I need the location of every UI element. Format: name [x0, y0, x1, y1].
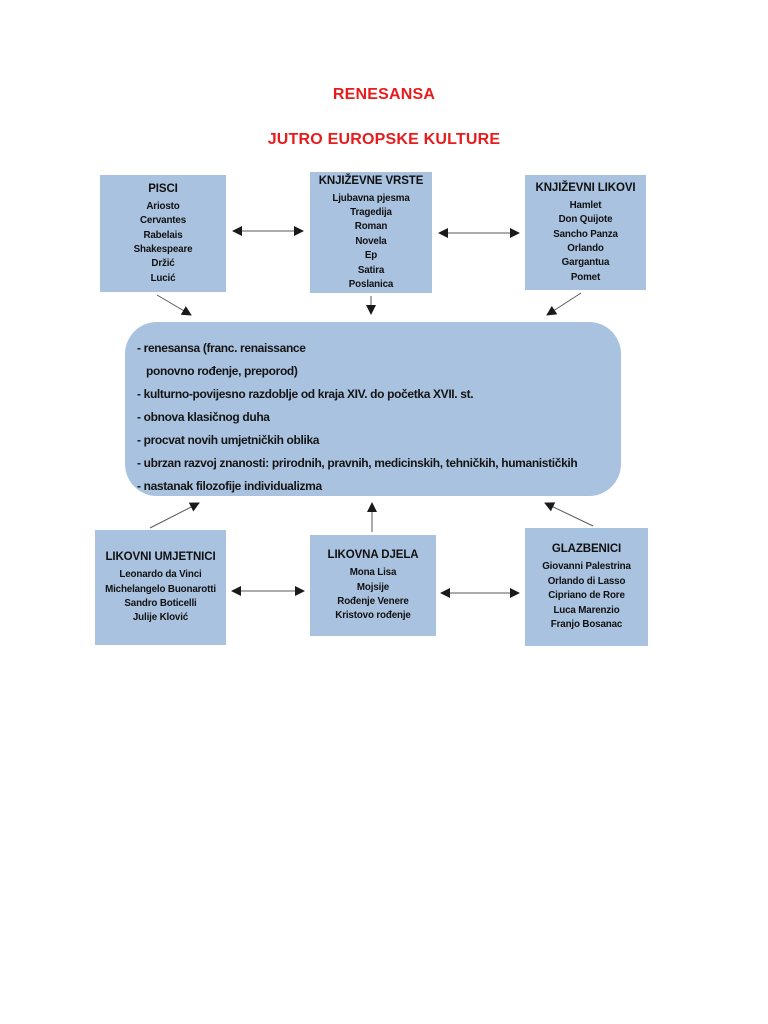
arrow-pisci-center — [156, 294, 192, 316]
page-subtitle: JUTRO EUROPSKE KULTURE — [267, 131, 501, 148]
box-item: Gargantua — [561, 257, 610, 269]
box-item: Ariosto — [146, 200, 180, 212]
summary-box: - renesansa (franc. renaissance ponovno … — [125, 322, 621, 496]
page-title: RENESANSA — [332, 86, 436, 103]
summary-line: ponovno rođenje, preporod) — [146, 364, 298, 378]
box-item: Lucić — [150, 272, 176, 284]
box-item: Ljubavna pjesma — [332, 192, 410, 204]
box-title: KNJIŽEVNI LIKOVI — [535, 181, 636, 194]
box-item: Rođenje Venere — [337, 596, 409, 607]
box-item: Julije Klović — [132, 612, 189, 624]
box-item: Roman — [354, 221, 388, 233]
box-item: Giovanni Palestrina — [542, 561, 631, 573]
arrow-glazbenici-center — [544, 502, 594, 527]
box-knjizevne-vrste: KNJIŽEVNE VRSTE Ljubavna pjesma Tragedij… — [310, 172, 432, 293]
box-item: Mona Lisa — [349, 567, 397, 579]
summary-line: - renesansa (franc. renaissance — [137, 341, 306, 355]
box-likovna-djela: LIKOVNA DJELA Mona Lisa Mojsije Rođenje … — [310, 535, 436, 636]
box-item: Cervantes — [139, 215, 187, 227]
summary-line: - nastanak filozofije individualizma — [137, 479, 322, 493]
box-item: Don Quijote — [558, 214, 613, 226]
arrow-likovi-center — [546, 292, 582, 316]
box-item: Držić — [151, 258, 175, 270]
box-item: Ep — [364, 250, 378, 262]
box-item: Leonardo da Vinci — [119, 569, 202, 581]
box-item: Tragedija — [350, 206, 392, 218]
box-item: Shakespeare — [133, 244, 193, 255]
arrow-umjetnici-center — [149, 502, 200, 529]
summary-line: - kulturno-povijesno razdoblje od kraja … — [137, 387, 474, 401]
summary-line: - ubrzan razvoj znanosti: prirodnih, pra… — [137, 456, 578, 470]
box-item: Orlando di Lasso — [547, 575, 626, 587]
box-likovni-umjetnici: LIKOVNI UMJETNICI Leonardo da Vinci Mich… — [95, 530, 226, 645]
box-item: Pomet — [570, 271, 601, 283]
box-item: Sancho Panza — [553, 228, 618, 240]
box-item: Michelangelo Buonarotti — [105, 583, 216, 595]
box-item: Poslanica — [348, 279, 394, 291]
box-title: GLAZBENICI — [551, 543, 622, 556]
box-item: Hamlet — [569, 199, 602, 211]
box-item: Cipriano de Rore — [548, 590, 625, 602]
box-title: PISCI — [148, 182, 178, 195]
box-item: Novela — [355, 235, 387, 247]
box-item: Sandro Boticelli — [124, 598, 197, 609]
box-glazbenici: GLAZBENICI Giovanni Palestrina Orlando d… — [525, 528, 648, 646]
box-item: Rabelais — [143, 229, 183, 241]
box-pisci: PISCI Ariosto Cervantes Rabelais Shakesp… — [100, 175, 226, 292]
box-knjizevni-likovi: KNJIŽEVNI LIKOVI Hamlet Don Quijote Sanc… — [525, 175, 646, 290]
box-title: LIKOVNI UMJETNICI — [105, 551, 216, 564]
box-item: Satira — [357, 264, 385, 276]
box-item: Kristovo rođenje — [335, 610, 411, 622]
summary-line: - obnova klasičnog duha — [137, 410, 270, 424]
box-item: Franjo Bosanac — [550, 619, 623, 631]
summary-line: - procvat novih umjetničkih oblika — [137, 433, 320, 447]
box-title: LIKOVNA DJELA — [327, 549, 419, 562]
box-title: KNJIŽEVNE VRSTE — [318, 174, 424, 187]
box-item: Luca Marenzio — [553, 604, 620, 616]
box-item: Mojsije — [356, 581, 390, 593]
box-item: Orlando — [567, 243, 604, 254]
